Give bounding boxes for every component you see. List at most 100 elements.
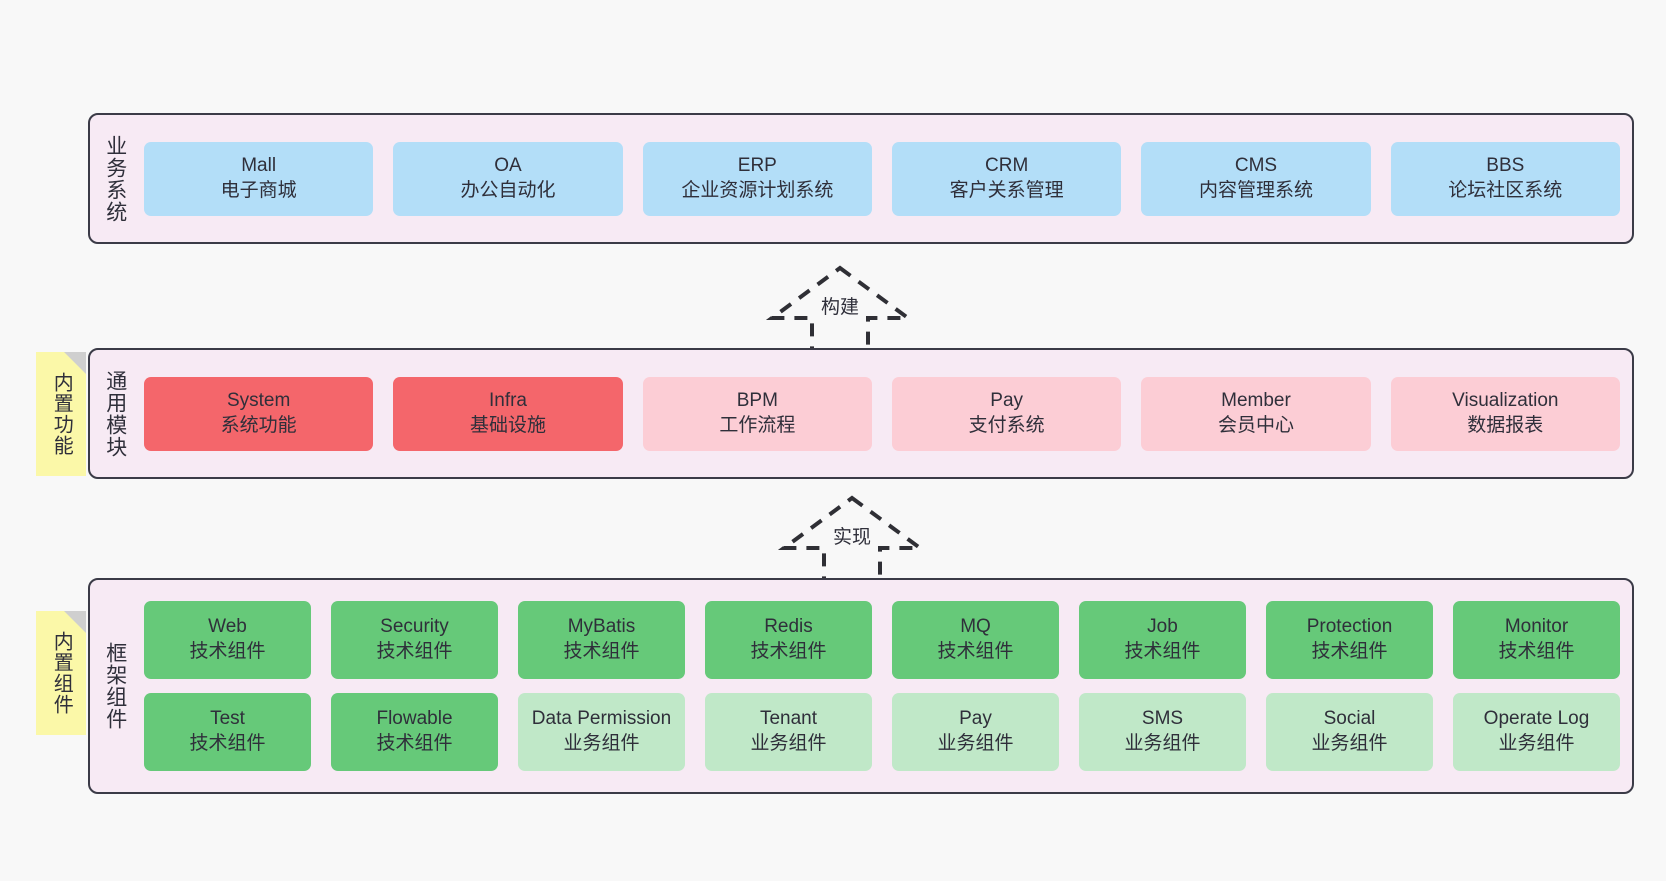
card-subtitle: 业务组件 xyxy=(750,733,827,754)
card-subtitle: 技术组件 xyxy=(376,641,453,662)
layer-body-frame: Web 技术组件 Security 技术组件 MyBatis 技术组件 Redi… xyxy=(140,580,1632,792)
card-title: ERP xyxy=(737,154,777,176)
card-job[interactable]: Job 技术组件 xyxy=(1079,601,1246,679)
card-title: Redis xyxy=(764,616,813,638)
card-subtitle: 基础设施 xyxy=(469,414,546,436)
card-subtitle: 客户关系管理 xyxy=(949,179,1064,201)
card-title: MyBatis xyxy=(567,616,636,638)
card-row: Mall 电子商城 OA 办公自动化 ERP 企业资源计划系统 CRM 客户关系… xyxy=(144,141,1620,216)
card-subtitle: 业务组件 xyxy=(1311,733,1388,754)
card-title: Web xyxy=(208,616,247,638)
card-subtitle: 业务组件 xyxy=(563,733,640,754)
note-label: 内置功能 xyxy=(50,372,73,456)
card-oa[interactable]: OA 办公自动化 xyxy=(393,141,623,216)
card-subtitle: 技术组件 xyxy=(1311,641,1388,662)
card-subtitle: 数据报表 xyxy=(1467,414,1544,436)
card-title: Protection xyxy=(1306,616,1393,638)
card-sms[interactable]: SMS 业务组件 xyxy=(1079,693,1246,771)
card-cms[interactable]: CMS 内容管理系统 xyxy=(1141,141,1371,216)
card-mybatis[interactable]: MyBatis 技术组件 xyxy=(518,601,685,679)
card-subtitle: 会员中心 xyxy=(1217,414,1294,436)
card-title: Data Permission xyxy=(531,708,672,730)
card-subtitle: 业务组件 xyxy=(1124,733,1201,754)
card-title: BBS xyxy=(1486,154,1525,176)
dashed-up-arrow-icon xyxy=(765,265,915,354)
card-title: Tenant xyxy=(759,708,818,730)
card-security[interactable]: Security 技术组件 xyxy=(331,601,498,679)
card-subtitle: 技术组件 xyxy=(189,641,266,662)
card-subtitle: 技术组件 xyxy=(563,641,640,662)
layer-business-system: 业务系统 Mall 电子商城 OA 办公自动化 ERP 企业资源计划系统 CRM… xyxy=(88,113,1634,244)
card-member[interactable]: Member 会员中心 xyxy=(1141,376,1371,451)
card-pay-component[interactable]: Pay 业务组件 xyxy=(892,693,1059,771)
card-title: Infra xyxy=(488,389,527,411)
dashed-up-arrow-icon xyxy=(777,495,927,584)
card-visualization[interactable]: Visualization 数据报表 xyxy=(1390,376,1620,451)
page-fold-icon xyxy=(64,352,86,374)
card-row: Web 技术组件 Security 技术组件 MyBatis 技术组件 Redi… xyxy=(144,601,1620,679)
card-subtitle: 技术组件 xyxy=(937,641,1014,662)
card-test[interactable]: Test 技术组件 xyxy=(144,693,311,771)
card-bbs[interactable]: BBS 论坛社区系统 xyxy=(1390,141,1620,216)
card-subtitle: 支付系统 xyxy=(968,414,1045,436)
card-subtitle: 企业资源计划系统 xyxy=(681,179,834,201)
card-title: Social xyxy=(1323,708,1376,730)
note-builtin-feature: 内置功能 xyxy=(36,352,86,476)
card-row: System 系统功能 Infra 基础设施 BPM 工作流程 Pay 支付系统… xyxy=(144,376,1620,451)
card-monitor[interactable]: Monitor 技术组件 xyxy=(1453,601,1620,679)
card-operate-log[interactable]: Operate Log 业务组件 xyxy=(1453,693,1620,771)
note-builtin-component: 内置组件 xyxy=(36,611,86,735)
card-redis[interactable]: Redis 技术组件 xyxy=(705,601,872,679)
card-title: BPM xyxy=(736,389,778,411)
card-social[interactable]: Social 业务组件 xyxy=(1266,693,1433,771)
card-subtitle: 内容管理系统 xyxy=(1198,179,1313,201)
layer-common-module: 通用模块 System 系统功能 Infra 基础设施 BPM 工作流程 Pay… xyxy=(88,348,1634,479)
card-title: OA xyxy=(494,154,522,176)
page-fold-icon xyxy=(64,611,86,633)
card-title: MQ xyxy=(960,616,991,638)
card-title: Mall xyxy=(241,154,277,176)
card-tenant[interactable]: Tenant 业务组件 xyxy=(705,693,872,771)
card-data-permission[interactable]: Data Permission 业务组件 xyxy=(518,693,685,771)
card-flowable[interactable]: Flowable 技术组件 xyxy=(331,693,498,771)
card-subtitle: 系统功能 xyxy=(220,414,297,436)
card-subtitle: 技术组件 xyxy=(1124,641,1201,662)
card-title: Pay xyxy=(959,708,992,730)
card-subtitle: 技术组件 xyxy=(750,641,827,662)
card-web[interactable]: Web 技术组件 xyxy=(144,601,311,679)
card-subtitle: 电子商城 xyxy=(220,179,297,201)
card-pay-module[interactable]: Pay 支付系统 xyxy=(891,376,1122,451)
layer-framework-component: 框架组件 Web 技术组件 Security 技术组件 MyBatis 技术组件… xyxy=(88,578,1634,794)
card-protection[interactable]: Protection 技术组件 xyxy=(1266,601,1433,679)
card-system[interactable]: System 系统功能 xyxy=(144,376,374,451)
card-title: Monitor xyxy=(1504,616,1569,638)
card-subtitle: 业务组件 xyxy=(1498,733,1575,754)
card-mall[interactable]: Mall 电子商城 xyxy=(144,141,374,216)
card-infra[interactable]: Infra 基础设施 xyxy=(393,376,623,451)
note-label: 内置组件 xyxy=(50,631,73,715)
card-title: Test xyxy=(210,708,245,730)
card-subtitle: 技术组件 xyxy=(376,733,453,754)
card-subtitle: 技术组件 xyxy=(189,733,266,754)
layer-title-business: 业务系统 xyxy=(103,134,127,223)
card-subtitle: 业务组件 xyxy=(937,733,1014,754)
arrow-build: 构建 xyxy=(760,262,920,358)
card-title: Member xyxy=(1221,389,1291,411)
card-subtitle: 论坛社区系统 xyxy=(1448,179,1563,201)
card-title: Security xyxy=(380,616,449,638)
layer-title-frame: 框架组件 xyxy=(103,642,127,730)
card-subtitle: 工作流程 xyxy=(719,414,796,436)
card-title: Operate Log xyxy=(1483,708,1590,730)
card-title: CRM xyxy=(985,154,1029,176)
card-title: SMS xyxy=(1141,708,1184,730)
card-title: Flowable xyxy=(376,708,453,730)
card-mq[interactable]: MQ 技术组件 xyxy=(892,601,1059,679)
card-bpm[interactable]: BPM 工作流程 xyxy=(642,376,872,451)
layer-body-business: Mall 电子商城 OA 办公自动化 ERP 企业资源计划系统 CRM 客户关系… xyxy=(140,115,1632,242)
card-crm[interactable]: CRM 客户关系管理 xyxy=(891,141,1122,216)
card-row: Test 技术组件 Flowable 技术组件 Data Permission … xyxy=(144,693,1620,771)
card-erp[interactable]: ERP 企业资源计划系统 xyxy=(642,141,872,216)
card-title: Pay xyxy=(990,389,1024,411)
card-title: Job xyxy=(1147,616,1178,638)
